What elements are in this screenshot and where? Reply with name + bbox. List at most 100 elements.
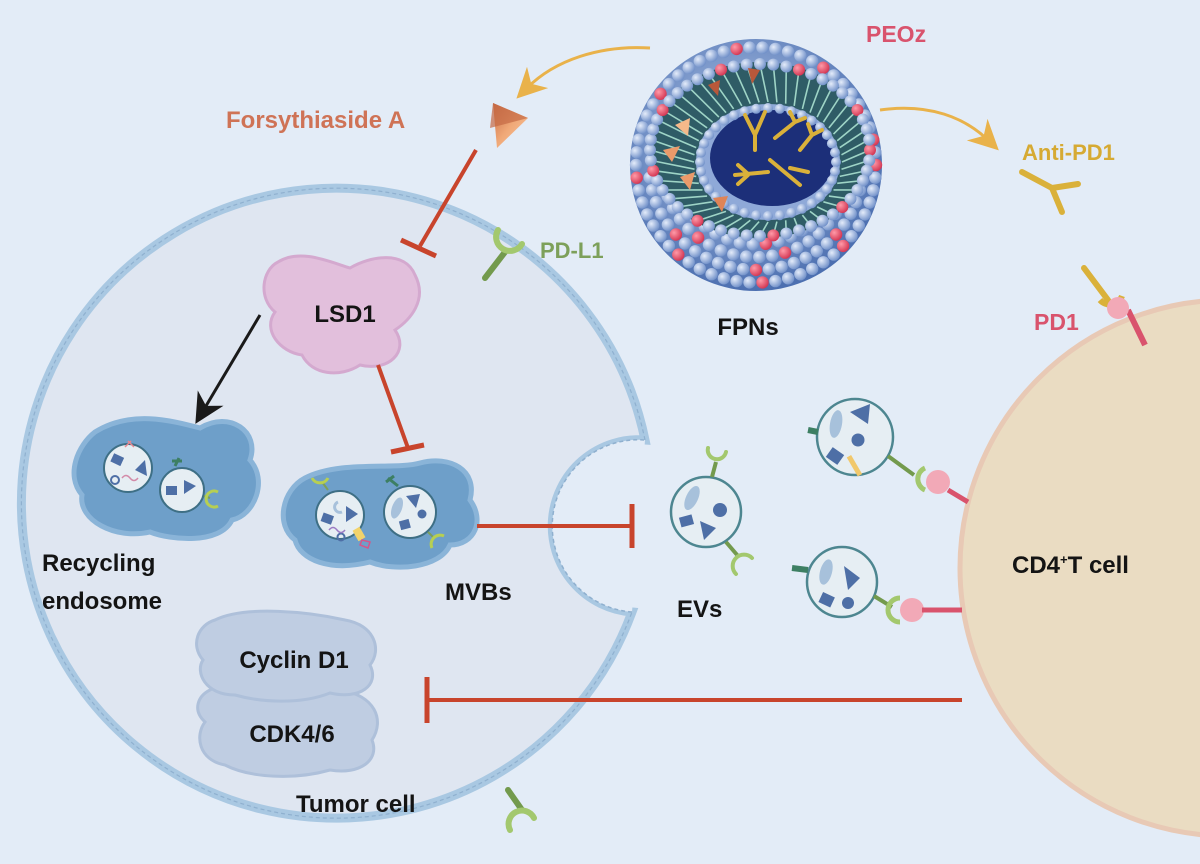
nanoparticle-bead xyxy=(740,250,752,262)
nanoparticle-rim-bead xyxy=(645,154,657,166)
nanoparticle-bead xyxy=(683,61,695,73)
nanoparticle-inner-bead xyxy=(699,139,709,149)
nanoparticle-inner-bead xyxy=(786,208,796,218)
nanoparticle-bead xyxy=(650,196,662,208)
nanoparticle-inner-bead xyxy=(719,116,729,126)
nanoparticle-inner-bead xyxy=(827,139,837,149)
nanoparticle-bead xyxy=(867,184,879,196)
nanoparticle-rim-bead xyxy=(703,220,715,232)
label-tumor-cell: Tumor cell xyxy=(296,791,416,818)
nanoparticle-bead xyxy=(718,272,730,284)
nanoparticle-bead xyxy=(694,55,706,67)
nanoparticle-inner-bead xyxy=(775,104,785,114)
nanoparticle-bead xyxy=(791,242,803,254)
nanoparticle-inner-bead xyxy=(822,184,832,194)
nanoparticle-bead xyxy=(641,208,653,220)
label-cd4-t-cell: CD4+T cell xyxy=(1012,552,1129,579)
nanoparticle-inner-bead xyxy=(696,148,706,158)
nanoparticle-bead xyxy=(672,248,684,260)
recycling-endosome xyxy=(74,419,258,539)
nanoparticle-bead xyxy=(756,276,768,288)
nanoparticle-bead xyxy=(630,159,642,171)
nanoparticle-inner-bead xyxy=(696,166,706,176)
nanoparticle-rim-bead xyxy=(780,228,792,240)
nanoparticle-bead xyxy=(756,41,768,53)
nanoparticle-bead xyxy=(779,246,791,258)
nanoparticle-inner-bead xyxy=(695,157,705,167)
nanoparticle-rim-bead xyxy=(644,144,656,156)
nanoparticle-rim-bead xyxy=(681,208,693,220)
nanoparticle-rim-bead xyxy=(863,134,875,146)
nanoparticle-inner-bead xyxy=(740,208,750,218)
nanoparticle-bead xyxy=(718,46,730,58)
nanoparticle-bead xyxy=(837,240,849,252)
nanoparticle-rim-bead xyxy=(647,165,659,177)
label-fpns: FPNs xyxy=(717,314,778,341)
nanoparticle-bead xyxy=(817,61,829,73)
nanoparticle-bead xyxy=(817,256,829,268)
label-recycling: Recycling xyxy=(42,550,155,577)
nanoparticle-rim-bead xyxy=(672,87,684,99)
nanoparticle-inner-bead xyxy=(830,166,840,176)
nanoparticle-bead xyxy=(724,261,736,273)
nanoparticle-rim-bead xyxy=(741,229,753,241)
nanoparticle-rim-bead xyxy=(645,134,657,146)
nanoparticle-bead xyxy=(654,230,666,242)
nanoparticle-inner-bead xyxy=(704,130,714,140)
nanoparticle-rim-bead xyxy=(692,73,704,85)
nanoparticle-bead xyxy=(737,263,749,275)
nanoparticle-bead xyxy=(636,196,648,208)
nanoparticle-bead xyxy=(821,237,833,249)
nanoparticle-bead xyxy=(672,69,684,81)
label-pd-l1: PD-L1 xyxy=(540,238,604,263)
nanoparticle-bead xyxy=(794,268,806,280)
nanoparticle-bead xyxy=(663,240,675,252)
nanoparticle-bead xyxy=(663,78,675,90)
nanoparticle-bead xyxy=(712,257,724,269)
nanoparticle-rim-bead xyxy=(827,208,839,220)
nanoparticle-rim-bead xyxy=(681,80,693,92)
nanoparticle-bead xyxy=(766,250,778,262)
nanoparticle-inner-bead xyxy=(775,210,785,220)
label-lsd1: LSD1 xyxy=(314,301,375,328)
nanoparticle-bead xyxy=(794,50,806,62)
nanoparticle-bead xyxy=(730,275,742,287)
nanoparticle-bead xyxy=(811,245,823,257)
nanoparticle-bead xyxy=(636,121,648,133)
nanoparticle-bead xyxy=(727,248,739,260)
fpns-nanoparticle xyxy=(630,39,882,291)
nanoparticle-rim-bead xyxy=(863,154,875,166)
label-forsythiaside-a: Forsythiaside A xyxy=(226,107,405,134)
nanoparticle-bead xyxy=(845,230,857,242)
nanoparticle-inner-bead xyxy=(751,210,761,220)
label-peoz: PEOz xyxy=(866,21,926,47)
nanoparticle-bead xyxy=(700,252,712,264)
nanoparticle-bead xyxy=(743,41,755,53)
nanoparticle-bead xyxy=(655,208,667,220)
label-cdk: CDK4/6 xyxy=(249,721,334,748)
nanoparticle-rim-bead xyxy=(754,58,766,70)
label-cd4-suffix: T cell xyxy=(1068,552,1129,579)
nanoparticle-bead xyxy=(782,46,794,58)
nanoparticle-inner-bead xyxy=(699,176,709,186)
nanoparticle-bead xyxy=(692,231,704,243)
nanoparticle-inner-bead xyxy=(815,192,825,202)
nanoparticle-inner-bead xyxy=(830,148,840,158)
nanoparticle-rim-bead xyxy=(703,68,715,80)
nanoparticle-rim-bead xyxy=(754,230,766,242)
nanoparticle-rim-bead xyxy=(767,59,779,71)
nanoparticle-bead xyxy=(853,219,865,231)
nanoparticle-bead xyxy=(838,218,850,230)
nanoparticle-bead xyxy=(705,50,717,62)
nanoparticle-rim-bead xyxy=(692,215,704,227)
nanoparticle-inner-bead xyxy=(729,204,739,214)
nanoparticle-bead xyxy=(633,184,645,196)
nanoparticle-bead xyxy=(633,134,645,146)
nanoparticle-bead xyxy=(800,252,812,264)
nanoparticle-bead xyxy=(703,239,715,251)
nanoparticle-rim-bead xyxy=(805,220,817,232)
mvbs xyxy=(283,461,477,567)
nanoparticle-bead xyxy=(683,256,695,268)
nanoparticle-rim-bead xyxy=(728,228,740,240)
